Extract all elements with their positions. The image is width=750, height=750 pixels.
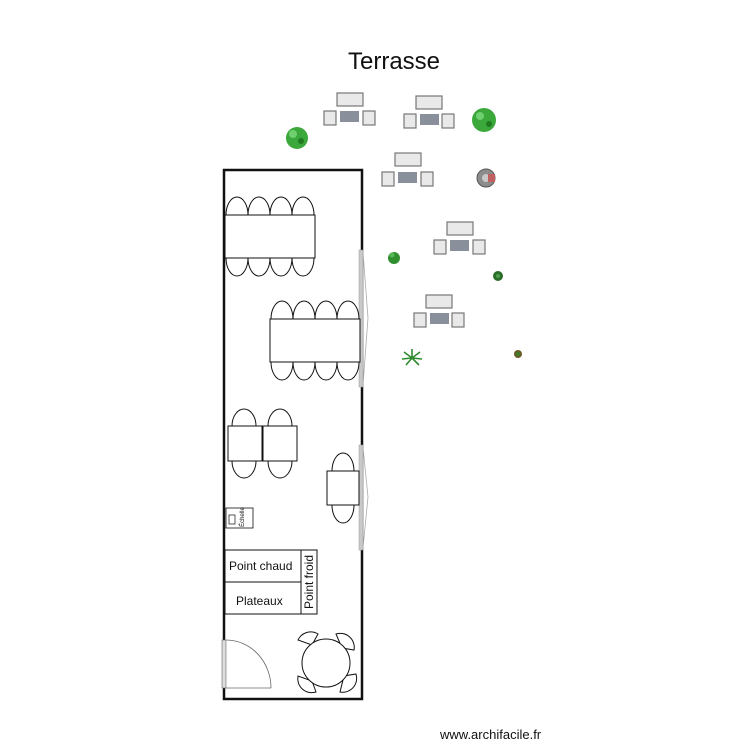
shrub-icon	[388, 252, 400, 264]
long-table-2	[269, 300, 361, 381]
ladder-label: Échelle	[240, 507, 246, 527]
glass-door-lower	[358, 444, 369, 551]
small-plant-icon	[514, 350, 522, 358]
palm-icon	[401, 349, 423, 366]
terrace-set-5	[413, 294, 465, 328]
fern-icon	[493, 271, 503, 281]
square-tables-pair	[227, 408, 298, 479]
bush-icon	[472, 108, 496, 132]
counter-block	[224, 549, 318, 615]
round-table	[297, 631, 358, 694]
table-for-two	[326, 452, 360, 524]
terrace-set-3	[381, 152, 434, 187]
potted-plant-icon	[476, 168, 496, 188]
terrace-set-2	[403, 95, 455, 129]
hot-station-label: Point chaud	[229, 559, 293, 573]
ladder-symbol	[225, 507, 254, 529]
long-table-1	[224, 196, 316, 277]
terrace-set-1	[323, 92, 376, 126]
terrace-set-4	[433, 221, 486, 255]
entrance-door	[221, 639, 272, 689]
bush-icon	[286, 127, 308, 149]
credit-text: www.archifacile.fr	[440, 727, 542, 742]
cold-station-label: Point froid	[302, 554, 316, 610]
terrace-title: Terrasse	[347, 48, 441, 75]
room-outline	[222, 168, 364, 701]
trays-label: Plateaux	[236, 594, 283, 608]
